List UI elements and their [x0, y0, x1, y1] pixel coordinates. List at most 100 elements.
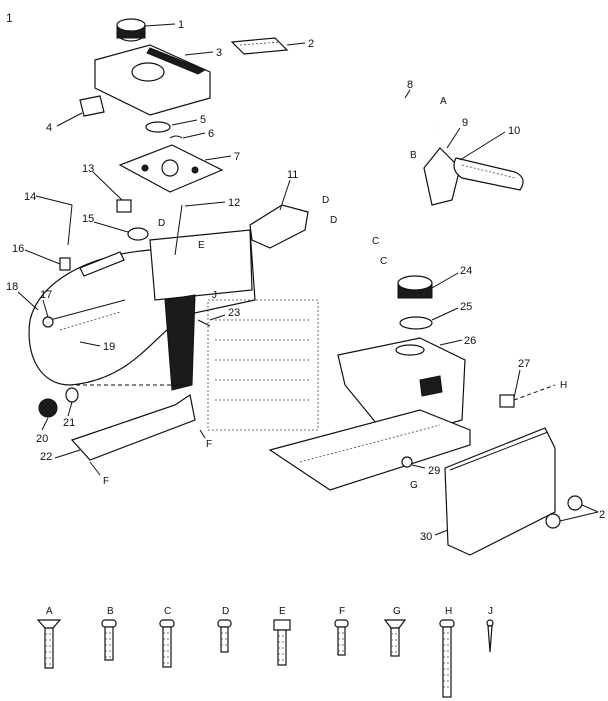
callout-30: 30 [420, 531, 432, 543]
letter-mark-d2: D [322, 195, 329, 206]
callout-20: 20 [36, 433, 48, 445]
screw-g [383, 619, 407, 657]
callout-numbers: 1 2 3 4 5 6 7 8 9 10 11 12 13 14 15 16 1… [6, 19, 605, 543]
part-gasket-ring [145, 121, 171, 133]
letter-mark-j: J [212, 290, 217, 301]
fastener-letter-marks: A B C C D D D E F F G H J [103, 96, 567, 491]
callout-2-nuts: 2 [599, 509, 605, 521]
letter-mark-f2: F [103, 476, 109, 487]
legend-label-j: J [488, 606, 493, 617]
part-filter-plate [118, 144, 224, 193]
part-label [79, 95, 105, 117]
part-top-cover [94, 44, 211, 116]
engine-cylinder [207, 299, 319, 431]
part-housing [28, 229, 256, 391]
part-bushing-13 [116, 199, 132, 213]
part-21 [65, 387, 79, 403]
callout-24: 24 [460, 265, 472, 277]
callout-8: 8 [407, 79, 413, 91]
part-fuel-cap [397, 275, 433, 299]
screw-h [439, 619, 455, 698]
callout-7: 7 [234, 151, 240, 163]
callout-18: 18 [6, 281, 18, 293]
part-clip [169, 135, 183, 139]
callout-11: 11 [287, 169, 298, 181]
part-bracket [249, 204, 309, 249]
part-handlebar [350, 91, 442, 237]
screw-b [101, 619, 117, 661]
screw-a [36, 619, 62, 669]
part-16 [59, 257, 71, 271]
callout-21: 21 [63, 417, 75, 429]
part-decal-top [230, 37, 289, 55]
part-25-gasket [399, 316, 433, 330]
part-22-guard [70, 394, 196, 461]
callout-2: 2 [308, 38, 314, 50]
part-15 [127, 227, 149, 241]
part-nut-upper [567, 495, 583, 511]
callout-1: 1 [178, 19, 184, 31]
leader-lines [17, 23, 599, 536]
part-nut-lower [545, 513, 561, 529]
callout-27: 27 [518, 358, 530, 370]
callout-23: 23 [228, 307, 240, 319]
callout-14: 14 [24, 191, 36, 203]
letter-mark-c1: C [372, 236, 379, 247]
letter-mark-c2: C [380, 256, 387, 267]
callout-4: 4 [46, 122, 52, 134]
legend-label-g: G [393, 606, 401, 617]
callout-16: 16 [12, 243, 24, 255]
letter-mark-d1: D [158, 218, 165, 229]
part-17 [42, 316, 54, 328]
pin-j [486, 619, 494, 653]
letter-mark-d3: D [330, 215, 337, 226]
letter-mark-b: B [410, 150, 417, 161]
screw-f [334, 619, 349, 656]
callout-17: 17 [40, 289, 52, 301]
part-20 [38, 398, 58, 418]
callout-19: 19 [103, 341, 115, 353]
part-side-cover [444, 427, 556, 556]
screw-c [159, 619, 175, 668]
callout-3: 3 [216, 47, 222, 59]
callout-12: 12 [228, 197, 240, 209]
callout-6: 6 [208, 128, 214, 140]
base-plate-detail [299, 424, 441, 463]
part-23-pin [197, 319, 211, 327]
part-base-plate [268, 409, 471, 491]
letter-mark-f1: F [206, 439, 212, 450]
part-bolt-12 [174, 204, 183, 256]
letter-mark-a: A [440, 96, 447, 107]
screw-e [273, 619, 291, 666]
callout-5: 5 [200, 114, 206, 126]
callout-10: 10 [508, 125, 520, 137]
callout-25: 25 [460, 301, 472, 313]
callout-15: 15 [82, 213, 94, 225]
screw-legend: A B C D E F G H J [36, 606, 494, 698]
part-rod-14 [67, 204, 73, 246]
legend-label-e: E [279, 606, 286, 617]
screw-d [217, 619, 232, 653]
legend-label-f: F [339, 606, 345, 617]
letter-mark-h: H [560, 380, 567, 391]
part-handle-bracket [423, 147, 461, 206]
part-decal-side [79, 251, 125, 277]
callout-26: 26 [464, 335, 476, 347]
legend-label-c: C [164, 606, 171, 617]
page-number: 1 [6, 11, 13, 25]
part-grip [453, 157, 524, 191]
part-29 [401, 456, 413, 468]
letter-mark-e: E [198, 240, 205, 251]
part-fuel-tank [337, 337, 466, 441]
legend-label-h: H [445, 606, 452, 617]
letter-mark-g: G [410, 480, 418, 491]
part-oil-cap [116, 18, 146, 42]
legend-label-d: D [222, 606, 229, 617]
callout-29: 29 [428, 465, 440, 477]
callout-22: 22 [40, 451, 52, 463]
callout-9: 9 [462, 117, 468, 129]
callout-13: 13 [82, 163, 94, 175]
part-27 [499, 394, 515, 408]
